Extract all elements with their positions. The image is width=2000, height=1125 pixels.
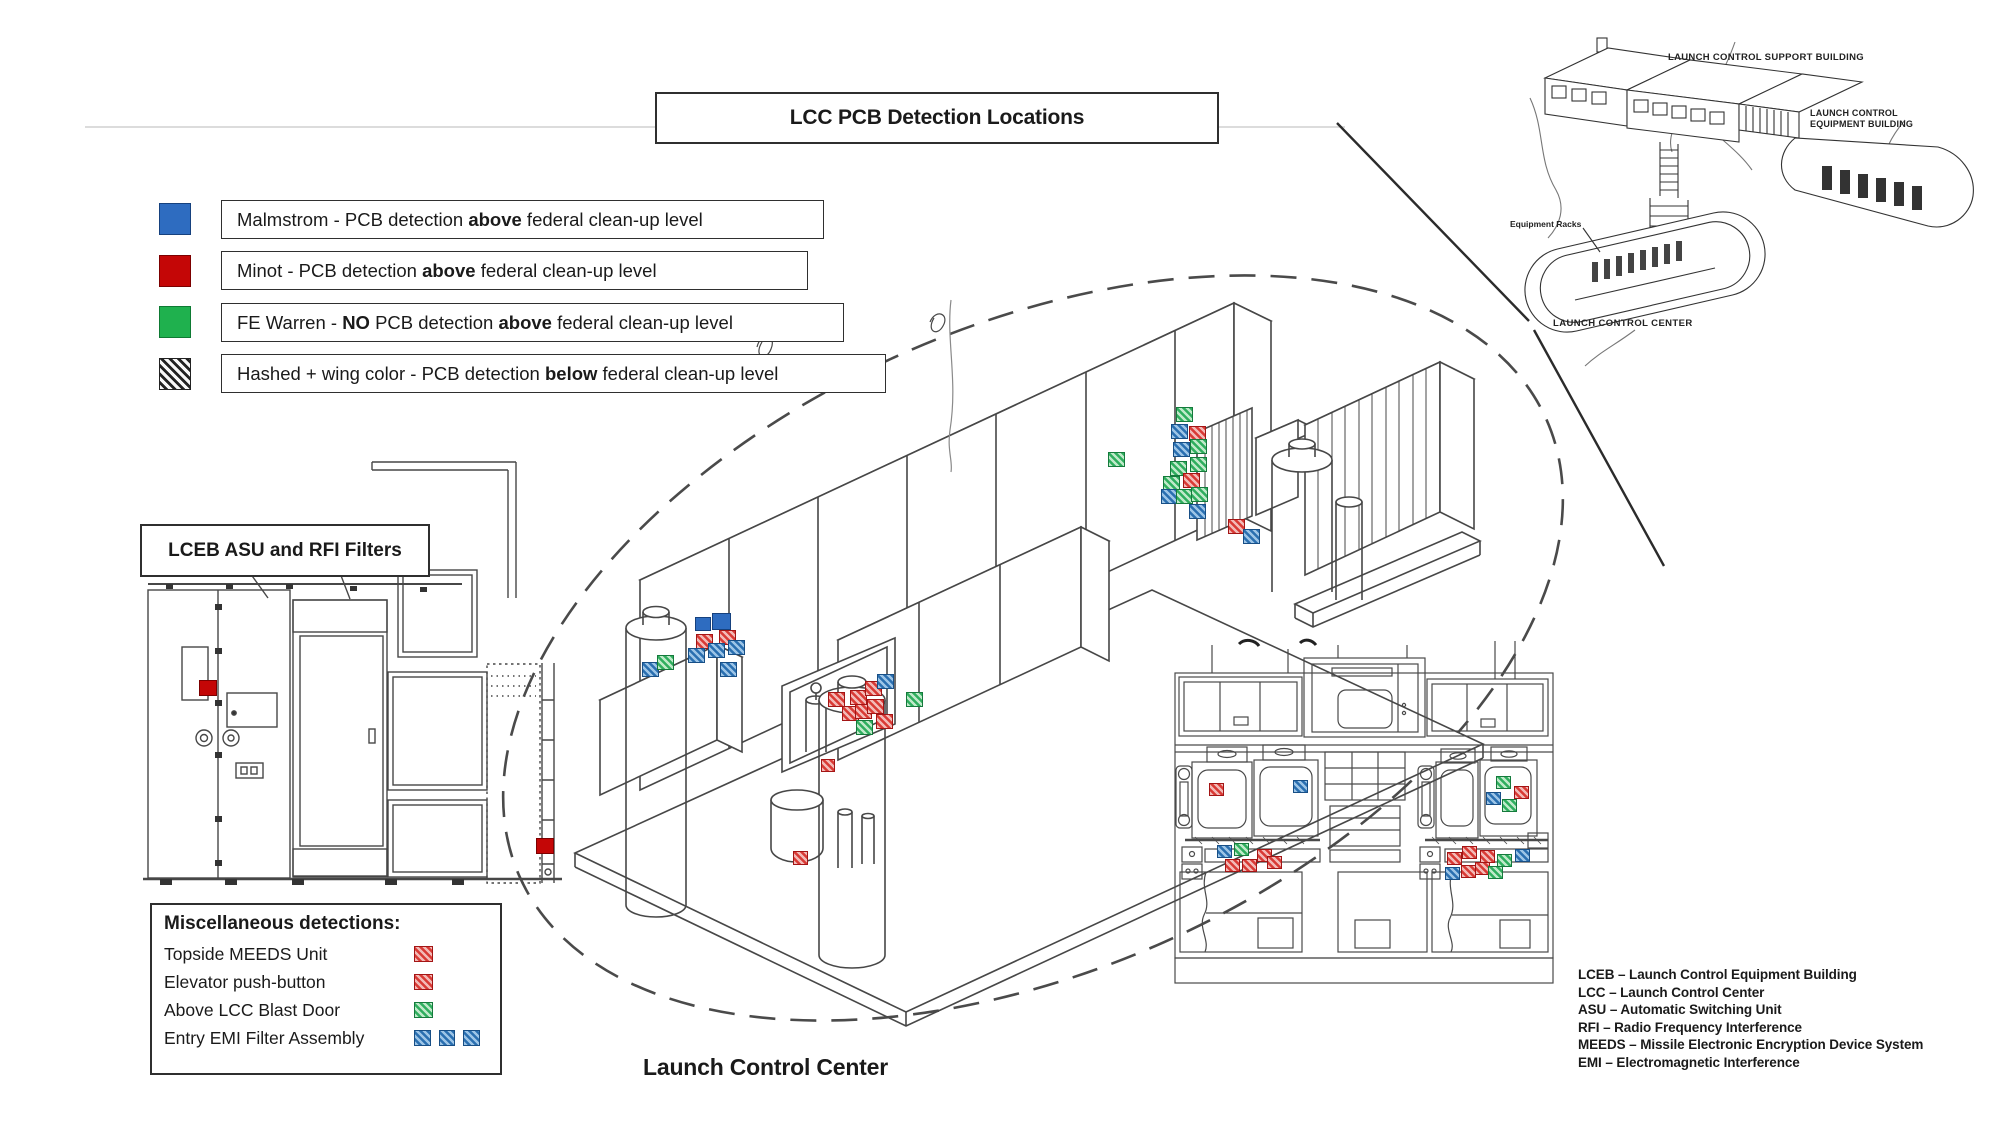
abbreviation-line: ASU – Automatic Switching Unit xyxy=(1578,1002,1782,1017)
misc-detection-label: Entry EMI Filter Assembly xyxy=(164,1027,365,1048)
misc-detection-label: Topside MEEDS Unit xyxy=(164,943,328,964)
abbreviation-line: RFI – Radio Frequency Interference xyxy=(1578,1019,1802,1035)
inset-label-support-building: LAUNCH CONTROL SUPPORT BUILDING xyxy=(1668,52,1864,63)
solid-red-swatch xyxy=(159,254,191,287)
legend-row-text: Hashed + wing color - PCB detection belo… xyxy=(221,354,886,393)
hatch-black-swatch xyxy=(159,357,191,390)
hatch-blue-marker-icon xyxy=(438,1030,456,1046)
legend: Malmstrom - PCB detection above federal … xyxy=(159,199,899,410)
hatch-blue-marker-icon xyxy=(414,1030,431,1046)
misc-detection-label: Elevator push-button xyxy=(164,971,326,992)
inset-label-launch-control-center: LAUNCH CONTROL CENTER xyxy=(1553,318,1693,329)
solid-green-swatch xyxy=(159,306,191,338)
hatch-red-marker-icon xyxy=(414,946,433,962)
solid-blue-swatch xyxy=(159,203,191,235)
misc-detection-row: Topside MEEDS Unit xyxy=(164,940,488,968)
equipment-racks-isometric xyxy=(573,299,1485,1027)
hatch-green-marker-icon xyxy=(414,1002,433,1018)
inset-label-equipment-line1: LAUNCH CONTROL xyxy=(1810,108,1898,118)
launch-control-center-label: Launch Control Center xyxy=(643,1054,888,1080)
legend-row: Malmstrom - PCB detection above federal … xyxy=(159,199,824,239)
legend-row: Minot - PCB detection above federal clea… xyxy=(159,251,808,290)
misc-detection-row: Elevator push-button xyxy=(164,968,488,996)
legend-row: Hashed + wing color - PCB detection belo… xyxy=(159,354,886,393)
legend-row-text: FE Warren - NO PCB detection above feder… xyxy=(221,302,844,342)
inset-callout-lines xyxy=(1336,122,1666,567)
abbreviation-list: LCEB – Launch Control Equipment Building… xyxy=(1578,966,2000,1071)
page-title: LCC PCB Detection Locations xyxy=(655,92,1219,144)
abbreviation-line: EMI – Electromagnetic Interference xyxy=(1578,1054,1800,1070)
inset-label-equipment-racks: Equipment Racks xyxy=(1510,219,1582,229)
miscellaneous-detections-title: Miscellaneous detections: xyxy=(164,913,401,934)
miscellaneous-detections-box: Miscellaneous detections: Topside MEEDS … xyxy=(150,903,502,1075)
legend-row-text: Malmstrom - PCB detection above federal … xyxy=(221,199,824,239)
inset-label-equipment-line2: EQUIPMENT BUILDING xyxy=(1810,119,1914,129)
lcc-capsule-dashed-outline xyxy=(501,274,1565,1022)
console-front-view-schematic xyxy=(1174,638,1554,984)
misc-detection-row: Above LCC Blast Door xyxy=(164,996,488,1024)
abbreviation-line: LCC – Launch Control Center xyxy=(1578,984,1765,1000)
hatch-red-marker-icon xyxy=(414,974,433,990)
abbreviation-line: LCEB – Launch Control Equipment Building xyxy=(1578,967,1857,982)
inset-label-equipment-building: LAUNCH CONTROL EQUIPMENT BUILDING xyxy=(1810,108,1913,130)
hatch-blue-marker-icon xyxy=(463,1030,481,1046)
misc-detection-label: Above LCC Blast Door xyxy=(164,999,341,1020)
legend-row-text: Minot - PCB detection above federal clea… xyxy=(221,251,808,290)
lceb-asu-rfi-schematic xyxy=(143,461,562,885)
abbreviation-line: MEEDS – Missile Electronic Encryption De… xyxy=(1578,1037,1924,1052)
site-cutaway-inset xyxy=(1524,37,1974,367)
misc-detection-row: Entry EMI Filter Assembly xyxy=(164,1024,488,1052)
legend-row: FE Warren - NO PCB detection above feder… xyxy=(159,302,844,342)
lceb-asu-rfi-filters-label: LCEB ASU and RFI Filters xyxy=(140,524,430,577)
